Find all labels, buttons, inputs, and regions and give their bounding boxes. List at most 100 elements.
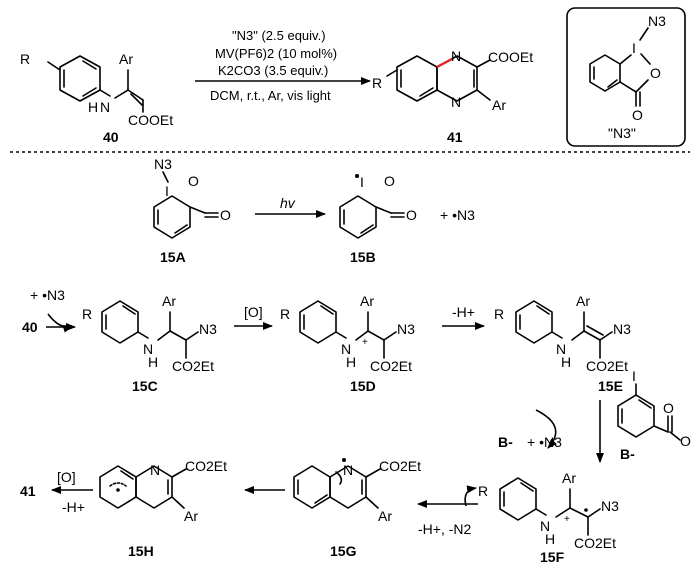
svg-text:N3: N3 (397, 321, 415, 337)
step-radical-addition: 40 + •N3 (22, 287, 76, 335)
step-fragmentation: -H+, -N2 (417, 485, 478, 537)
svg-text:CO2Et: CO2Et (172, 358, 214, 374)
svg-text:H: H (88, 99, 98, 115)
svg-text:O: O (406, 207, 417, 223)
svg-text:Ar: Ar (492, 97, 506, 113)
svg-text:15A: 15A (160, 249, 186, 265)
svg-text:CO2Et: CO2Et (370, 358, 412, 374)
step-n3-addition-2: B- + •N3 (498, 400, 604, 463)
svg-text:N: N (540, 518, 550, 534)
svg-text:R: R (478, 483, 488, 499)
compound-15H: N CO2Et Ar 15H (99, 458, 227, 559)
base-anion: I O O B- (617, 368, 691, 462)
svg-text:I: I (165, 183, 169, 199)
compound-41: N N R COOEt Ar 41 (372, 48, 533, 145)
svg-text:N: N (143, 341, 153, 357)
compound-15A: N3 I O O 15A (153, 156, 231, 265)
svg-text:15C: 15C (132, 378, 158, 394)
svg-text:R: R (280, 306, 290, 322)
svg-text:N: N (341, 341, 351, 357)
svg-text:-H+: -H+ (452, 304, 475, 320)
svg-text:[O]: [O] (57, 469, 76, 485)
svg-text:N: N (451, 48, 461, 64)
svg-text:"N3": "N3" (608, 125, 636, 141)
condition-reagent: "N3" (2.5 equiv.) (232, 28, 326, 43)
svg-text:R: R (82, 306, 92, 322)
step-hv: hv (255, 195, 326, 218)
svg-text:N3: N3 (199, 321, 217, 337)
svg-text:Ar: Ar (576, 293, 590, 309)
svg-text:15B: 15B (350, 249, 376, 265)
svg-text:H: H (561, 354, 571, 370)
svg-text:H: H (346, 354, 356, 370)
compound-15D: R N H + Ar N3 CO2Et 15D (280, 293, 415, 394)
svg-text:+: + (564, 514, 570, 525)
svg-text:Ar: Ar (184, 508, 198, 524)
svg-text:41: 41 (20, 483, 36, 499)
svg-text:CO2Et: CO2Et (379, 458, 421, 474)
step-oxidation-2: [O] -H+ 41 (20, 469, 93, 515)
step-oxidation-1: [O] (234, 304, 273, 330)
svg-text:[O]: [O] (244, 304, 263, 320)
svg-text:+: + (362, 337, 368, 348)
svg-text:O: O (680, 433, 691, 449)
compound-15F: R N H + Ar N3 CO2Et 15F (478, 470, 619, 565)
condition-catalyst: MV(PF6)2 (10 mol%) (215, 46, 337, 61)
svg-text:Ar: Ar (119, 51, 133, 67)
svg-text:R: R (20, 51, 30, 67)
svg-text:O: O (188, 173, 199, 189)
svg-text:-H+, -N2: -H+, -N2 (418, 521, 472, 537)
compound-15C: R N H Ar N3 CO2Et 15C (82, 293, 217, 394)
svg-text:O: O (384, 173, 395, 189)
svg-text:hv: hv (280, 195, 296, 211)
svg-text:40: 40 (22, 319, 38, 335)
reagent-box: I N3 O O "N3" (566, 7, 686, 147)
svg-text:15G: 15G (330, 543, 357, 559)
svg-text:COOEt: COOEt (488, 49, 533, 65)
svg-text:N: N (556, 341, 566, 357)
svg-text:O: O (663, 400, 674, 416)
svg-text:I: I (360, 174, 364, 190)
svg-text:15F: 15F (540, 549, 565, 565)
svg-text:N3: N3 (601, 498, 619, 514)
svg-text:O: O (632, 107, 643, 123)
svg-text:N: N (451, 94, 461, 110)
reaction-conditions: "N3" (2.5 equiv.) MV(PF6)2 (10 mol%) K2C… (195, 28, 371, 103)
svg-text:Ar: Ar (360, 293, 374, 309)
compound-15G: N CO2Et Ar 15G (293, 458, 421, 559)
svg-text:N3: N3 (613, 321, 631, 337)
compound-15E: R N H Ar N3 CO2Et 15E (494, 293, 631, 394)
svg-text:Ar: Ar (162, 293, 176, 309)
svg-text:N3: N3 (154, 156, 172, 172)
svg-text:N: N (100, 99, 110, 115)
svg-text:40: 40 (103, 129, 119, 145)
svg-text:R: R (494, 306, 504, 322)
svg-text:+ •N3: + •N3 (30, 287, 65, 303)
svg-text:15E: 15E (598, 378, 623, 394)
compound-15B: I O O 15B (339, 173, 417, 265)
svg-text:R: R (372, 75, 382, 91)
svg-text:B-: B- (498, 434, 513, 450)
svg-text:H: H (148, 354, 158, 370)
n3-radical-product: + •N3 (440, 207, 475, 223)
svg-text:-H+: -H+ (62, 499, 85, 515)
svg-text:COOEt: COOEt (128, 112, 173, 128)
condition-base: K2CO3 (3.5 equiv.) (218, 63, 328, 78)
svg-text:CO2Et: CO2Et (586, 358, 628, 374)
svg-text:Ar: Ar (562, 470, 576, 486)
svg-text:+ •N3: + •N3 (527, 434, 562, 450)
svg-text:41: 41 (447, 129, 463, 145)
svg-text:N: N (343, 462, 353, 478)
svg-text:15D: 15D (350, 378, 376, 394)
svg-text:B-: B- (620, 446, 635, 462)
condition-solvent: DCM, r.t., Ar, vis light (210, 88, 331, 103)
svg-text:I: I (632, 40, 636, 56)
svg-text:15H: 15H (128, 543, 154, 559)
svg-text:Ar: Ar (378, 508, 392, 524)
svg-text:N: N (150, 462, 160, 478)
svg-text:CO2Et: CO2Et (185, 458, 227, 474)
svg-text:I: I (632, 368, 636, 384)
step-deprotonation-1: -H+ (442, 304, 485, 330)
svg-text:CO2Et: CO2Et (574, 535, 616, 551)
